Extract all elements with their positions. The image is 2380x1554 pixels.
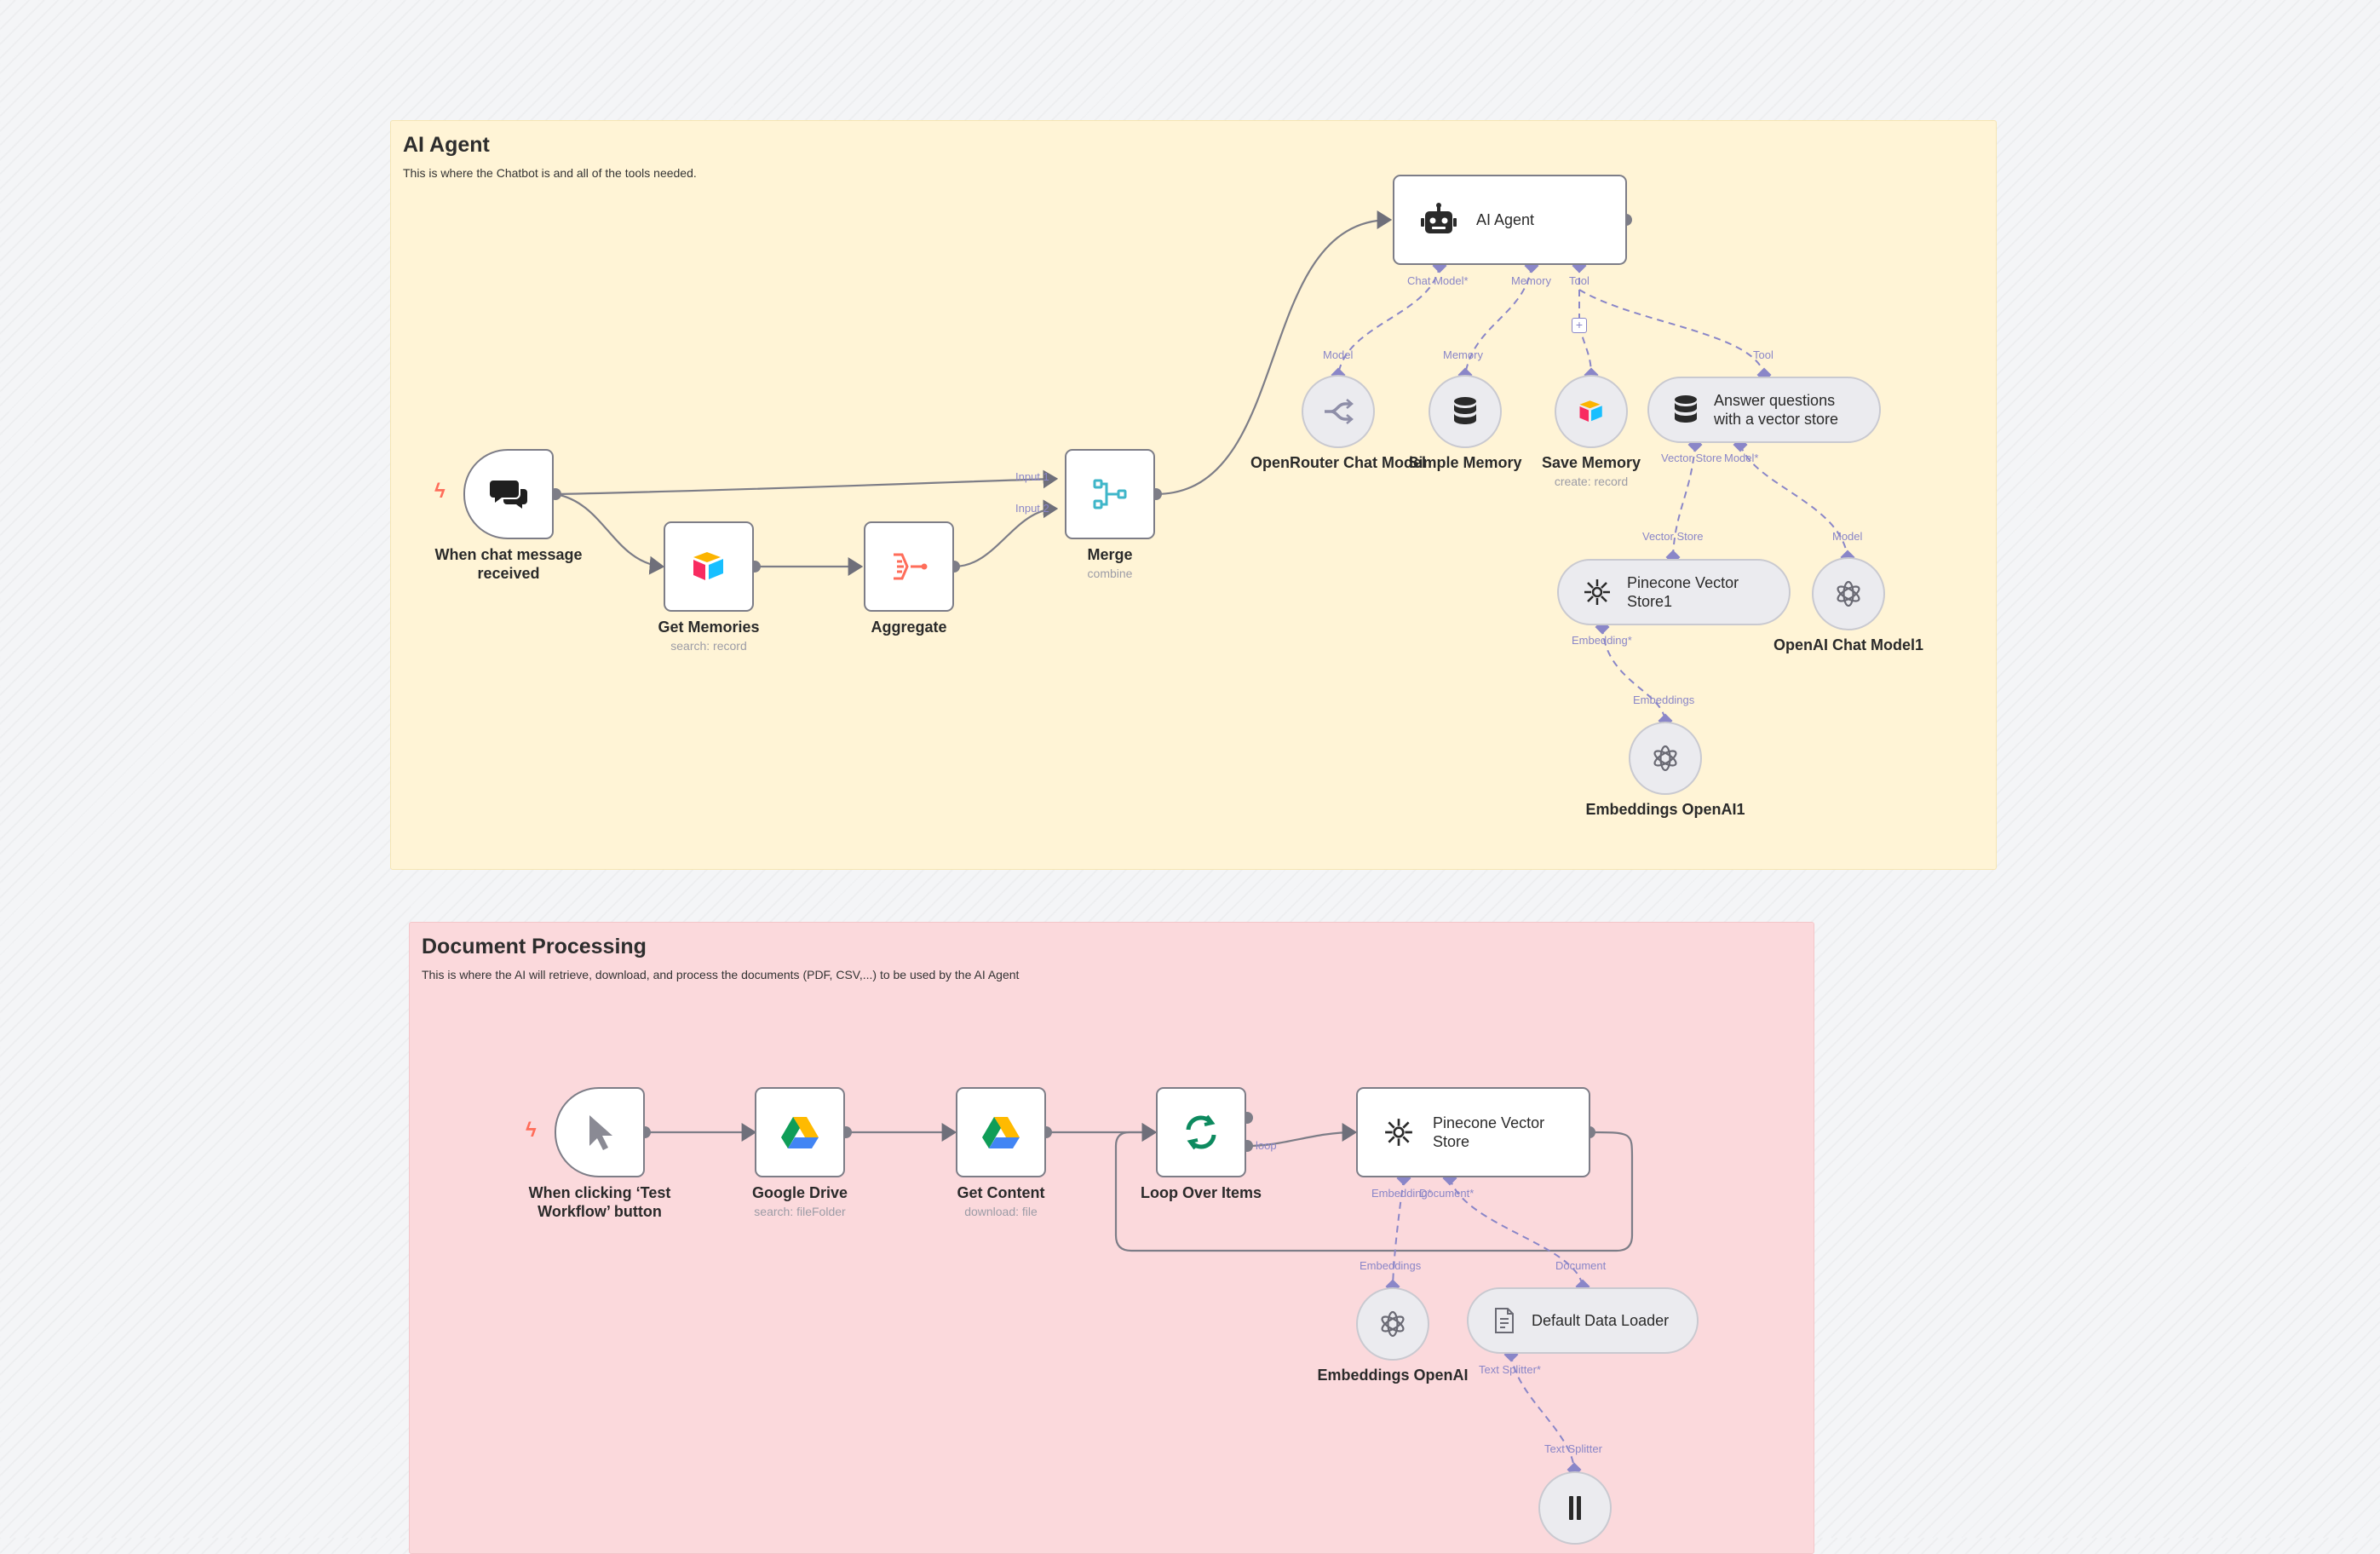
sticky-title: Document Processing xyxy=(422,935,647,958)
node-get-content[interactable] xyxy=(956,1087,1046,1177)
node-subtitle: create: record xyxy=(1554,475,1629,488)
node-label: When clicking ‘Test Workflow’ button xyxy=(528,1184,671,1220)
airtable-icon xyxy=(1577,399,1606,424)
node-save-memory[interactable] xyxy=(1555,375,1628,448)
node-embeddings-openai1[interactable] xyxy=(1629,722,1702,795)
node-label: Aggregate xyxy=(871,619,947,636)
node-label: Save Memory xyxy=(1541,454,1641,471)
node-title: Pinecone Vector Store xyxy=(1433,1114,1545,1150)
database-icon xyxy=(1673,394,1699,425)
node-label: Loop Over Items xyxy=(1140,1184,1262,1201)
port-label-embeddings-in: Embeddings xyxy=(1633,694,1695,706)
port-label-document: Document* xyxy=(1419,1187,1475,1200)
port-label-tool: Tool xyxy=(1569,274,1590,287)
port-label-memory-in: Memory xyxy=(1443,348,1483,361)
node-when-chat-message-received[interactable] xyxy=(463,449,554,539)
node-get-memories[interactable] xyxy=(664,521,754,612)
loop-icon xyxy=(1181,1113,1221,1152)
aggregate-icon xyxy=(890,550,928,584)
port-label-input-1: Input 1 xyxy=(1015,470,1049,483)
merge-icon xyxy=(1091,475,1129,513)
node-merge[interactable] xyxy=(1065,449,1155,539)
chat-icon xyxy=(488,474,529,515)
port-label-model: Model xyxy=(1323,348,1354,361)
openai-icon xyxy=(1650,743,1681,774)
node-label: Embeddings OpenAI1 xyxy=(1585,801,1745,818)
node-embeddings-openai[interactable] xyxy=(1356,1287,1429,1361)
port-label-chat-model: Chat Model* xyxy=(1407,274,1469,287)
sticky-description: This is where the AI will retrieve, down… xyxy=(422,968,1020,981)
port-label-document-in: Document xyxy=(1555,1259,1607,1272)
openai-icon xyxy=(1833,578,1864,609)
node-label: Get Memories xyxy=(658,619,760,636)
node-ai-agent[interactable]: AI Agent xyxy=(1393,175,1627,265)
google-drive-icon xyxy=(780,1115,819,1149)
pinecone-icon xyxy=(1583,578,1612,607)
node-pinecone-vector-store[interactable]: Pinecone Vector Store xyxy=(1356,1087,1590,1177)
node-pinecone-vector-store1[interactable]: Pinecone Vector Store1 xyxy=(1557,559,1791,625)
airtable-icon xyxy=(690,550,727,584)
splitter-icon xyxy=(1567,1495,1584,1521)
node-title: AI Agent xyxy=(1476,211,1535,228)
document-icon xyxy=(1492,1307,1516,1334)
node-subtitle: search: fileFolder xyxy=(754,1205,846,1218)
port-label-vector-store: Vector Store xyxy=(1661,452,1722,464)
node-label: Simple Memory xyxy=(1408,454,1522,471)
port-label-tool-in: Tool xyxy=(1753,348,1774,361)
openrouter-icon xyxy=(1323,398,1354,425)
port-label-loop: loop xyxy=(1256,1139,1277,1152)
node-default-data-loader[interactable]: Default Data Loader xyxy=(1467,1287,1699,1354)
sticky-description: This is where the Chatbot is and all of … xyxy=(403,166,697,180)
node-simple-memory[interactable] xyxy=(1429,375,1502,448)
sticky-note-document-processing[interactable]: Document Processing This is where the AI… xyxy=(409,922,1814,1554)
node-loop-over-items[interactable] xyxy=(1156,1087,1246,1177)
database-icon xyxy=(1452,396,1478,427)
robot-icon xyxy=(1420,203,1457,237)
node-subtitle: combine xyxy=(1087,567,1133,580)
trigger-bolt-icon: ϟ xyxy=(434,480,446,503)
port-label-embedding-2: Embedding* xyxy=(1371,1187,1432,1200)
port-label-memory: Memory xyxy=(1511,274,1551,287)
port-label-model-in: Model xyxy=(1832,530,1863,543)
node-label: Google Drive xyxy=(751,1184,848,1201)
node-label: OpenRouter Chat Model xyxy=(1250,454,1426,471)
port-label-embeddings-in-2: Embeddings xyxy=(1360,1259,1422,1272)
node-title: Answer questions with a vector store xyxy=(1714,392,1839,428)
port-label-model-required: Model* xyxy=(1724,452,1759,464)
node-when-clicking-test-workflow[interactable] xyxy=(555,1087,645,1177)
node-text-splitter[interactable] xyxy=(1538,1471,1612,1545)
node-answer-questions-vector-store[interactable]: Answer questions with a vector store xyxy=(1647,377,1881,443)
node-subtitle: download: file xyxy=(964,1205,1038,1218)
google-drive-icon xyxy=(981,1115,1020,1149)
node-label: OpenAI Chat Model1 xyxy=(1773,636,1923,653)
node-title: Pinecone Vector Store1 xyxy=(1627,574,1739,610)
pinecone-icon xyxy=(1383,1117,1414,1148)
node-label: Embeddings OpenAI xyxy=(1317,1367,1469,1384)
node-openai-chat-model1[interactable] xyxy=(1812,557,1885,630)
port-label-embedding: Embedding* xyxy=(1572,634,1632,647)
trigger-bolt-icon: ϟ xyxy=(526,1119,537,1142)
port-label-vector-store-in: Vector Store xyxy=(1642,530,1704,543)
node-google-drive[interactable] xyxy=(755,1087,845,1177)
node-label: Merge xyxy=(1087,546,1133,563)
node-label: When chat message received xyxy=(434,546,583,582)
port-label-input-2: Input 2 xyxy=(1015,502,1049,515)
add-tool-button[interactable]: + xyxy=(1572,318,1587,333)
node-title: Default Data Loader xyxy=(1532,1312,1670,1329)
port-label-text-splitter: Text Splitter* xyxy=(1479,1363,1541,1376)
node-subtitle: search: record xyxy=(670,639,747,653)
sticky-note-ai-agent[interactable]: AI Agent This is where the Chatbot is an… xyxy=(390,120,1997,870)
node-label: Get Content xyxy=(957,1184,1045,1201)
node-openrouter-chat-model[interactable] xyxy=(1302,375,1375,448)
sticky-title: AI Agent xyxy=(403,133,490,157)
port-label-text-splitter-in: Text Splitter xyxy=(1544,1442,1602,1455)
cursor-icon xyxy=(584,1114,615,1151)
node-aggregate[interactable] xyxy=(864,521,954,612)
openai-icon xyxy=(1377,1309,1408,1339)
